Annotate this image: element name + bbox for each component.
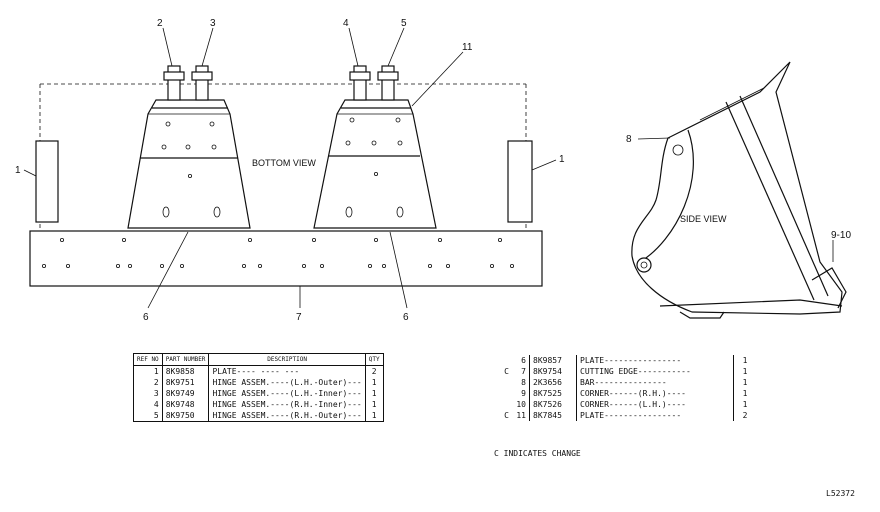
desc-cell: BAR--------------- bbox=[576, 377, 734, 388]
ref-cell: 3 bbox=[133, 388, 163, 399]
qty-cell: 1 bbox=[742, 400, 748, 409]
drawing-code: L52372 bbox=[826, 489, 855, 498]
ref-cell: 4 bbox=[133, 399, 163, 410]
part-cell: 2K3656 bbox=[529, 377, 577, 388]
parts-table-right: 6 8K9857 PLATE---------------- 1 C 7 8K9… bbox=[496, 355, 756, 421]
side-view-label: SIDE VIEW bbox=[680, 214, 727, 224]
qty-cell: 1 bbox=[742, 367, 748, 376]
desc-cell: PLATE---- ---- --- bbox=[208, 365, 366, 377]
desc-cell: PLATE---------------- bbox=[576, 410, 734, 421]
desc-cell: HINGE ASSEM.----(R.H.-Outer)--- bbox=[208, 410, 366, 422]
part-cell: 8K7525 bbox=[529, 388, 577, 399]
qty-cell: 1 bbox=[371, 411, 377, 420]
ref-cell: 5 bbox=[133, 410, 163, 422]
desc-cell: CORNER------(R.H.)---- bbox=[576, 388, 734, 399]
callout-8: 8 bbox=[626, 134, 632, 145]
part-cell: 8K9750 bbox=[162, 410, 210, 422]
ref-cell: 1 bbox=[133, 365, 163, 377]
table-row: 4 8K9748 HINGE ASSEM.----(R.H.-Inner)---… bbox=[133, 399, 384, 410]
desc-cell: CORNER------(L.H.)---- bbox=[576, 399, 734, 410]
col-header-qty: QTY bbox=[365, 353, 384, 366]
qty-cell: 2 bbox=[742, 411, 748, 420]
part-cell: 8K9749 bbox=[162, 388, 210, 399]
callout-6-left: 6 bbox=[143, 312, 149, 323]
ref-cell: 7 bbox=[511, 366, 530, 377]
side-plate-right bbox=[507, 140, 533, 223]
change-mark bbox=[496, 377, 511, 388]
ref-cell: 6 bbox=[511, 355, 530, 366]
table-row: C 7 8K9754 CUTTING EDGE----------- 1 bbox=[496, 366, 756, 377]
table-row: 10 8K7526 CORNER------(L.H.)---- 1 bbox=[496, 399, 756, 410]
change-mark bbox=[496, 399, 511, 410]
change-mark bbox=[496, 388, 511, 399]
col-header-ref: REF NO bbox=[133, 353, 163, 366]
table-row: 9 8K7525 CORNER------(R.H.)---- 1 bbox=[496, 388, 756, 399]
qty-cell: 1 bbox=[371, 389, 377, 398]
desc-cell: CUTTING EDGE----------- bbox=[576, 366, 734, 377]
ref-cell: 11 bbox=[511, 410, 530, 421]
callout-9-10: 9-10 bbox=[831, 230, 851, 241]
table-row: 2 8K9751 HINGE ASSEM.----(L.H.-Outer)---… bbox=[133, 377, 384, 388]
part-cell: 8K9751 bbox=[162, 377, 210, 388]
qty-cell: 1 bbox=[742, 389, 748, 398]
hinge-housing-left bbox=[127, 65, 251, 229]
part-cell: 8K9754 bbox=[529, 366, 577, 377]
callout-1-right: 1 bbox=[559, 154, 565, 165]
callout-11: 11 bbox=[462, 42, 473, 53]
col-header-desc: DESCRIPTION bbox=[208, 353, 366, 366]
table-row: 8 2K3656 BAR--------------- 1 bbox=[496, 377, 756, 388]
callout-4: 4 bbox=[343, 18, 349, 29]
callout-1-left: 1 bbox=[15, 165, 21, 176]
table-row: 1 8K9858 PLATE---- ---- --- 2 bbox=[133, 365, 384, 377]
table-row: C 11 8K7845 PLATE---------------- 2 bbox=[496, 410, 756, 421]
callout-5: 5 bbox=[401, 18, 407, 29]
callout-3: 3 bbox=[210, 18, 216, 29]
bottom-view: BOTTOM VIEW 2 3 4 5 11 1 1 6 7 6 bbox=[15, 18, 565, 323]
ref-cell: 8 bbox=[511, 377, 530, 388]
qty-cell: 2 bbox=[371, 367, 377, 376]
table-row: 6 8K9857 PLATE---------------- 1 bbox=[496, 355, 756, 366]
callout-6-right: 6 bbox=[403, 312, 409, 323]
desc-cell: PLATE---------------- bbox=[576, 355, 734, 366]
desc-cell: HINGE ASSEM.----(R.H.-Inner)--- bbox=[208, 399, 366, 410]
qty-cell: 1 bbox=[371, 400, 377, 409]
ref-cell: 9 bbox=[511, 388, 530, 399]
side-plate-left bbox=[35, 140, 59, 223]
part-cell: 8K9857 bbox=[529, 355, 577, 366]
qty-cell: 1 bbox=[742, 356, 748, 365]
change-note: C INDICATES CHANGE bbox=[494, 449, 581, 458]
bottom-view-label: BOTTOM VIEW bbox=[252, 158, 316, 168]
cutting-edge-bar bbox=[29, 230, 543, 287]
table-row: 5 8K9750 HINGE ASSEM.----(R.H.-Outer)---… bbox=[133, 410, 384, 422]
desc-cell: HINGE ASSEM.----(L.H.-Inner)--- bbox=[208, 388, 366, 399]
qty-cell: 1 bbox=[371, 378, 377, 387]
table-header-row: REF NO PART NUMBER DESCRIPTION QTY bbox=[133, 353, 384, 366]
part-cell: 8K7526 bbox=[529, 399, 577, 410]
hinge-housing-right bbox=[313, 65, 437, 229]
part-cell: 8K9858 bbox=[162, 365, 210, 377]
parts-table-left: REF NO PART NUMBER DESCRIPTION QTY 1 8K9… bbox=[133, 353, 384, 422]
callout-7: 7 bbox=[296, 312, 302, 323]
col-header-part: PART NUMBER bbox=[162, 353, 210, 366]
change-mark: C bbox=[504, 411, 509, 420]
desc-cell: HINGE ASSEM.----(L.H.-Outer)--- bbox=[208, 377, 366, 388]
change-mark bbox=[496, 355, 511, 366]
ref-cell: 10 bbox=[511, 399, 530, 410]
side-view: SIDE VIEW 8 9-10 bbox=[626, 61, 851, 319]
ref-cell: 2 bbox=[133, 377, 163, 388]
table-row: 3 8K9749 HINGE ASSEM.----(L.H.-Inner)---… bbox=[133, 388, 384, 399]
callout-2: 2 bbox=[157, 18, 163, 29]
qty-cell: 1 bbox=[742, 378, 748, 387]
part-cell: 8K9748 bbox=[162, 399, 210, 410]
change-mark: C bbox=[504, 367, 509, 376]
part-cell: 8K7845 bbox=[529, 410, 577, 421]
